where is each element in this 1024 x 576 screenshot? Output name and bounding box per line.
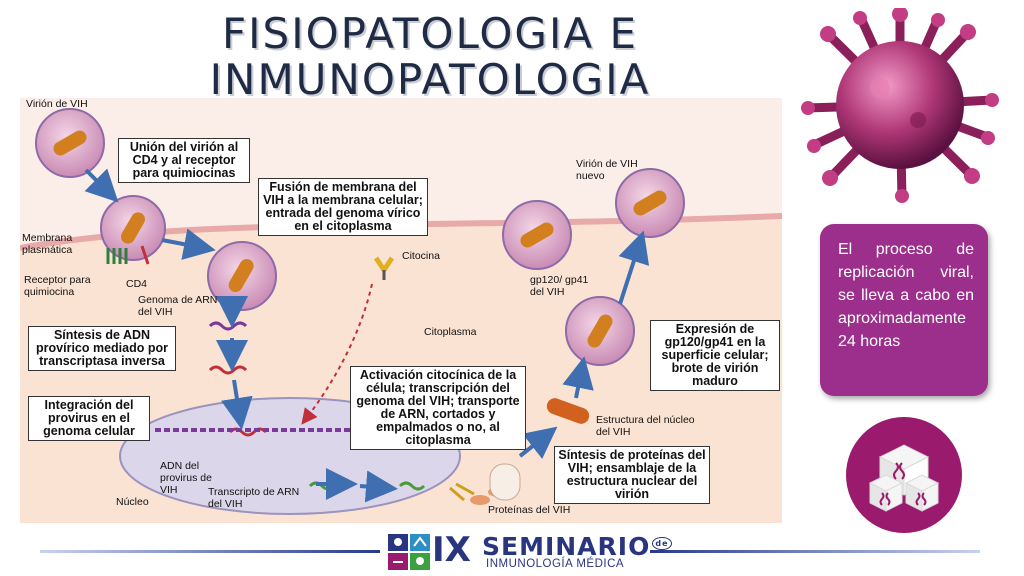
label-cd4: CD4: [126, 278, 148, 290]
label-receptor: Receptor para quimiocina: [24, 274, 91, 298]
label-genoma: Genoma de ARN del VIH: [138, 294, 218, 318]
box-integracion: Integración del provirus en el genoma ce…: [28, 396, 150, 441]
label-gp120: gp120/ gp41 del VIH: [530, 274, 589, 298]
virus-illustration: [801, 8, 999, 203]
virion-fusing: [207, 241, 277, 311]
cubes-icon: [868, 444, 940, 512]
box-sintesis-proteinas: Síntesis de proteínas del VIH; ensamblaj…: [554, 446, 710, 504]
footer-brand-text: SEMINARIO: [482, 532, 651, 561]
virion-mature: [565, 296, 635, 366]
virion-1: [35, 108, 105, 178]
callout-text: El proceso de replicación viral, se llev…: [838, 241, 974, 350]
replication-time-callout: El proceso de replicación viral, se llev…: [820, 224, 988, 396]
label-adn-provirus: ADN del provirus de VIH: [160, 460, 212, 496]
box-activacion: Activación citocínica de la célula; tran…: [350, 366, 526, 450]
footer-numeral: IX: [432, 530, 471, 570]
virion-new: [615, 168, 685, 238]
dna-cubes-badge: [846, 417, 962, 533]
footer-line-left: [40, 550, 380, 553]
box-union: Unión del virión al CD4 y al receptor pa…: [118, 138, 250, 183]
box-sintesis-adn: Síntesis de ADN provírico mediado por tr…: [28, 326, 176, 371]
label-estructura: Estructura del núcleo del VIH: [596, 414, 695, 438]
label-transcrito: Transcripto de ARN del VIH: [208, 486, 300, 510]
footer-line-right: [650, 550, 980, 553]
label-nucleo: Núcleo: [116, 496, 149, 508]
title-line-2: INMUNOPATOLOGIA: [209, 55, 651, 104]
seminar-logo-icon: [388, 534, 430, 570]
label-citocina: Citocina: [402, 250, 440, 262]
label-virion-nuevo: Virión de VIH nuevo: [576, 158, 638, 182]
label-virion: Virión de VIH: [26, 98, 88, 110]
label-membrana: Membrana plasmática: [22, 232, 73, 256]
footer-subtitle: INMUNOLOGÍA MÉDICA: [486, 558, 625, 570]
hiv-replication-diagram: Virión de VIH Membrana plasmática Recept…: [20, 98, 782, 523]
virion-budding: [502, 200, 572, 270]
box-fusion: Fusión de membrana del VIH a la membrana…: [258, 178, 428, 236]
label-citoplasma: Citoplasma: [424, 326, 477, 338]
label-proteinas: Proteínas del VIH: [488, 504, 571, 516]
box-expresion: Expresión de gp120/gp41 en la superficie…: [650, 320, 780, 391]
title-line-1: FISIOPATOLOGIA E: [222, 9, 638, 58]
footer-badge: de: [652, 536, 672, 550]
virion-2: [100, 195, 166, 261]
